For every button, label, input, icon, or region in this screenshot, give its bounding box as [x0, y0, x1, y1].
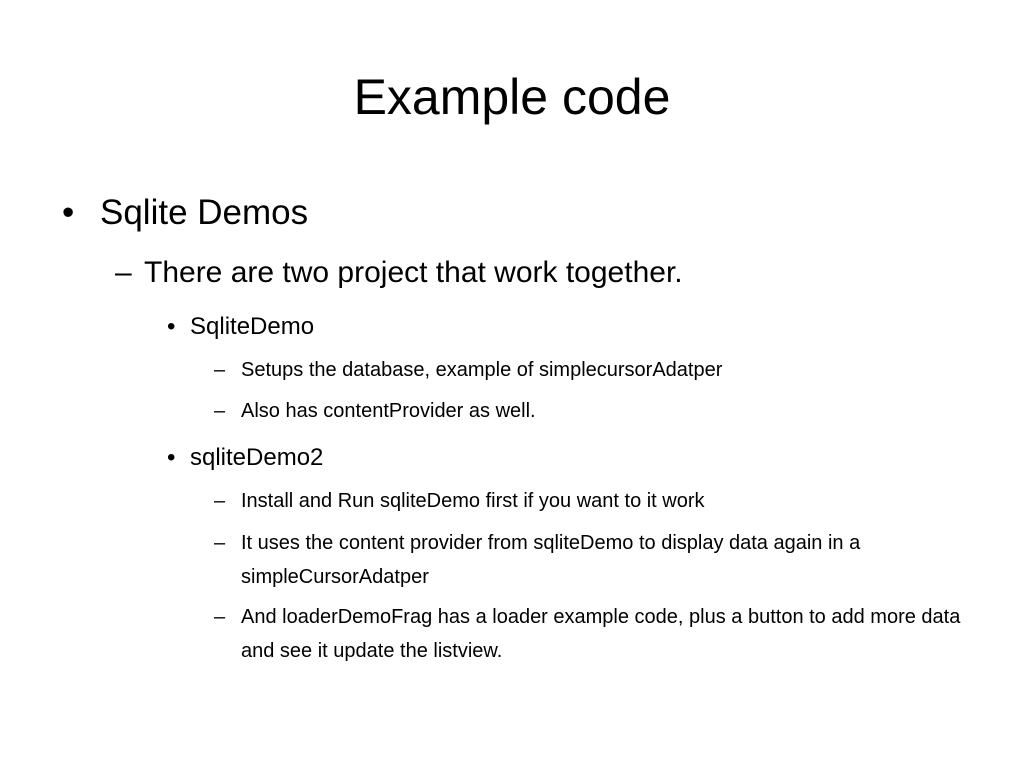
bullet-text: It uses the content provider from sqlite… — [241, 532, 861, 588]
bullet-text: Sqlite Demos — [100, 193, 309, 232]
bullet-marker: • — [167, 444, 176, 471]
bullet-marker: • — [167, 313, 176, 340]
dash-marker: – — [214, 532, 226, 554]
dash-marker: – — [214, 359, 226, 381]
dash-marker: – — [115, 256, 132, 289]
bullet-text: And loaderDemoFrag has a loader example … — [241, 606, 961, 662]
dash-marker: – — [214, 606, 226, 628]
dash-marker: – — [214, 400, 226, 422]
bullet-text: Install and Run sqliteDemo first if you … — [241, 490, 705, 512]
dash-marker: – — [214, 490, 226, 512]
bullet-marker: • — [62, 193, 75, 232]
bullet-text: SqliteDemo — [190, 313, 315, 340]
bullet-text: There are two project that work together… — [144, 256, 683, 289]
slide-title: Example code — [353, 69, 671, 125]
bullet-text: Setups the database, example of simplecu… — [241, 359, 723, 381]
bullet-text: Also has contentProvider as well. — [241, 400, 536, 422]
bullet-text: sqliteDemo2 — [190, 444, 324, 471]
